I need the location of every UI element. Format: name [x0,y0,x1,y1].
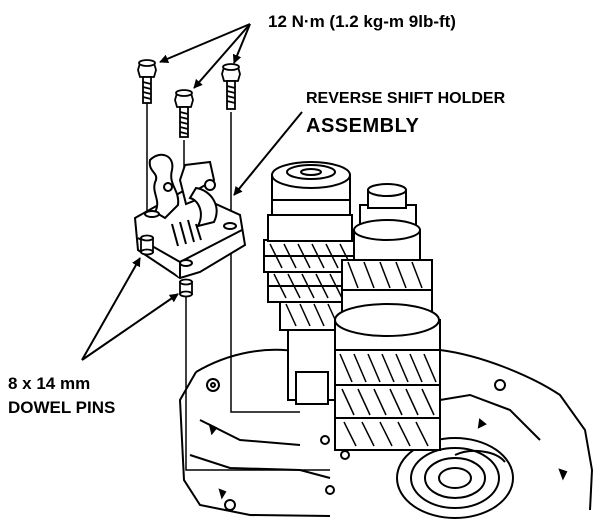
bolt-right [221,63,241,110]
countershaft [334,183,441,451]
dowel-pin-upper [140,234,154,256]
bolt-left [137,59,157,104]
dowel-label-line1: 8 x 14 mm [8,374,91,393]
torque-spec-label: 12 N·m (1.2 kg-m 9lb-ft) [268,12,456,31]
dowel-pin-lower [179,278,193,298]
mainshaft-gear-teeth [269,243,353,327]
holder-label-line2: ASSEMBLY [306,115,420,137]
transmission-case [178,348,594,517]
bolt-middle [174,89,194,138]
holder-label-line1: REVERSE SHIFT HOLDER [306,90,506,107]
dowel-label-line2: DOWEL PINS [8,398,116,417]
reverse-shift-holder-assembly [133,153,247,280]
leader-arrows [81,23,303,361]
bearing [396,437,514,519]
countershaft-gear-teeth [339,261,437,447]
